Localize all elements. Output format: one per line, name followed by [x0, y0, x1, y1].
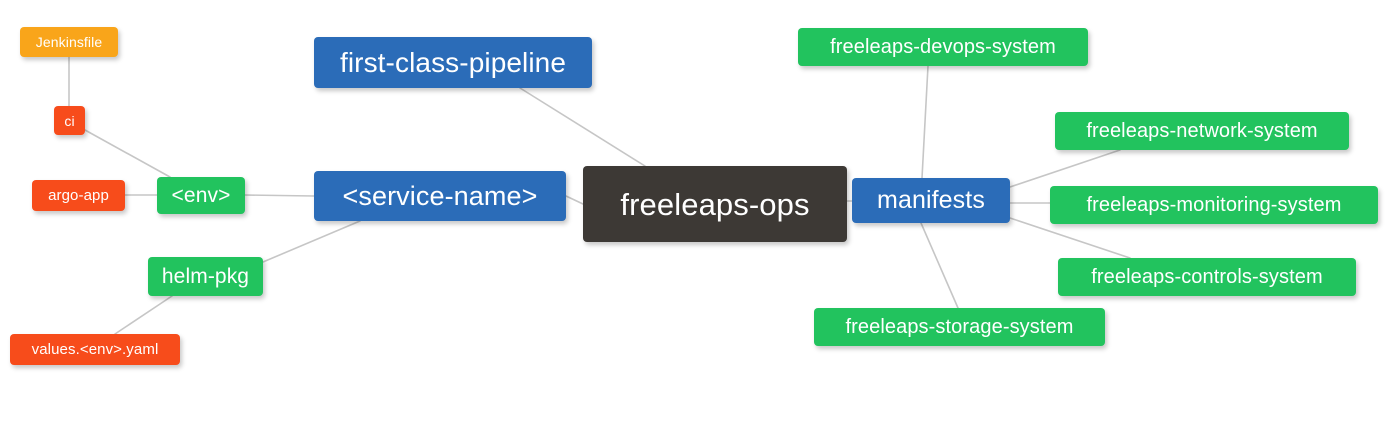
node-label-service-name: <service-name>: [342, 180, 538, 211]
edge-freeleaps-ops-to-first-class-pipeline: [519, 87, 646, 167]
node-label-freeleaps-devops-system: freeleaps-devops-system: [830, 36, 1056, 58]
edge-manifests-to-freeleaps-controls-system: [1009, 217, 1131, 259]
edge-freeleaps-ops-to-service-name: [565, 195, 584, 205]
edge-manifests-to-freeleaps-devops-system: [921, 65, 929, 179]
node-label-values-yaml: values.<env>.yaml: [31, 341, 159, 358]
node-label-jenkinsfile: Jenkinsfile: [35, 34, 103, 50]
node-label-helm-pkg: helm-pkg: [161, 265, 250, 288]
node-label-freeleaps-storage-system: freeleaps-storage-system: [845, 316, 1074, 338]
node-label-first-class-pipeline: first-class-pipeline: [339, 46, 567, 78]
node-first-class-pipeline[interactable]: first-class-pipeline: [314, 37, 592, 88]
node-freeleaps-storage-system[interactable]: freeleaps-storage-system: [814, 308, 1105, 346]
edge-env-to-ci: [84, 129, 171, 178]
node-freeleaps-ops[interactable]: freeleaps-ops: [583, 166, 847, 242]
edge-helm-pkg-to-values-yaml: [114, 295, 173, 335]
edge-manifests-to-freeleaps-network-system: [1009, 149, 1121, 188]
node-label-argo-app: argo-app: [48, 187, 109, 204]
node-label-ci: ci: [64, 112, 75, 129]
node-label-env: <env>: [171, 184, 231, 207]
node-service-name[interactable]: <service-name>: [314, 171, 566, 221]
node-label-freeleaps-network-system: freeleaps-network-system: [1086, 120, 1318, 142]
node-env[interactable]: <env>: [157, 177, 245, 214]
node-jenkinsfile[interactable]: Jenkinsfile: [20, 27, 118, 57]
node-freeleaps-network-system[interactable]: freeleaps-network-system: [1055, 112, 1349, 150]
node-label-freeleaps-controls-system: freeleaps-controls-system: [1091, 266, 1323, 288]
node-values-yaml[interactable]: values.<env>.yaml: [10, 334, 180, 365]
edge-service-name-to-env: [244, 194, 315, 197]
node-argo-app[interactable]: argo-app: [32, 180, 125, 211]
edge-manifests-to-freeleaps-storage-system: [920, 222, 959, 309]
node-label-manifests: manifests: [877, 186, 985, 214]
node-helm-pkg[interactable]: helm-pkg: [148, 257, 263, 296]
node-label-freeleaps-ops: freeleaps-ops: [620, 186, 810, 222]
edge-service-name-to-helm-pkg: [262, 220, 361, 263]
node-freeleaps-devops-system[interactable]: freeleaps-devops-system: [798, 28, 1088, 66]
node-freeleaps-monitoring-system[interactable]: freeleaps-monitoring-system: [1050, 186, 1378, 224]
node-manifests[interactable]: manifests: [852, 178, 1010, 223]
node-freeleaps-controls-system[interactable]: freeleaps-controls-system: [1058, 258, 1356, 296]
node-ci[interactable]: ci: [54, 106, 85, 135]
node-label-freeleaps-monitoring-system: freeleaps-monitoring-system: [1086, 194, 1342, 216]
